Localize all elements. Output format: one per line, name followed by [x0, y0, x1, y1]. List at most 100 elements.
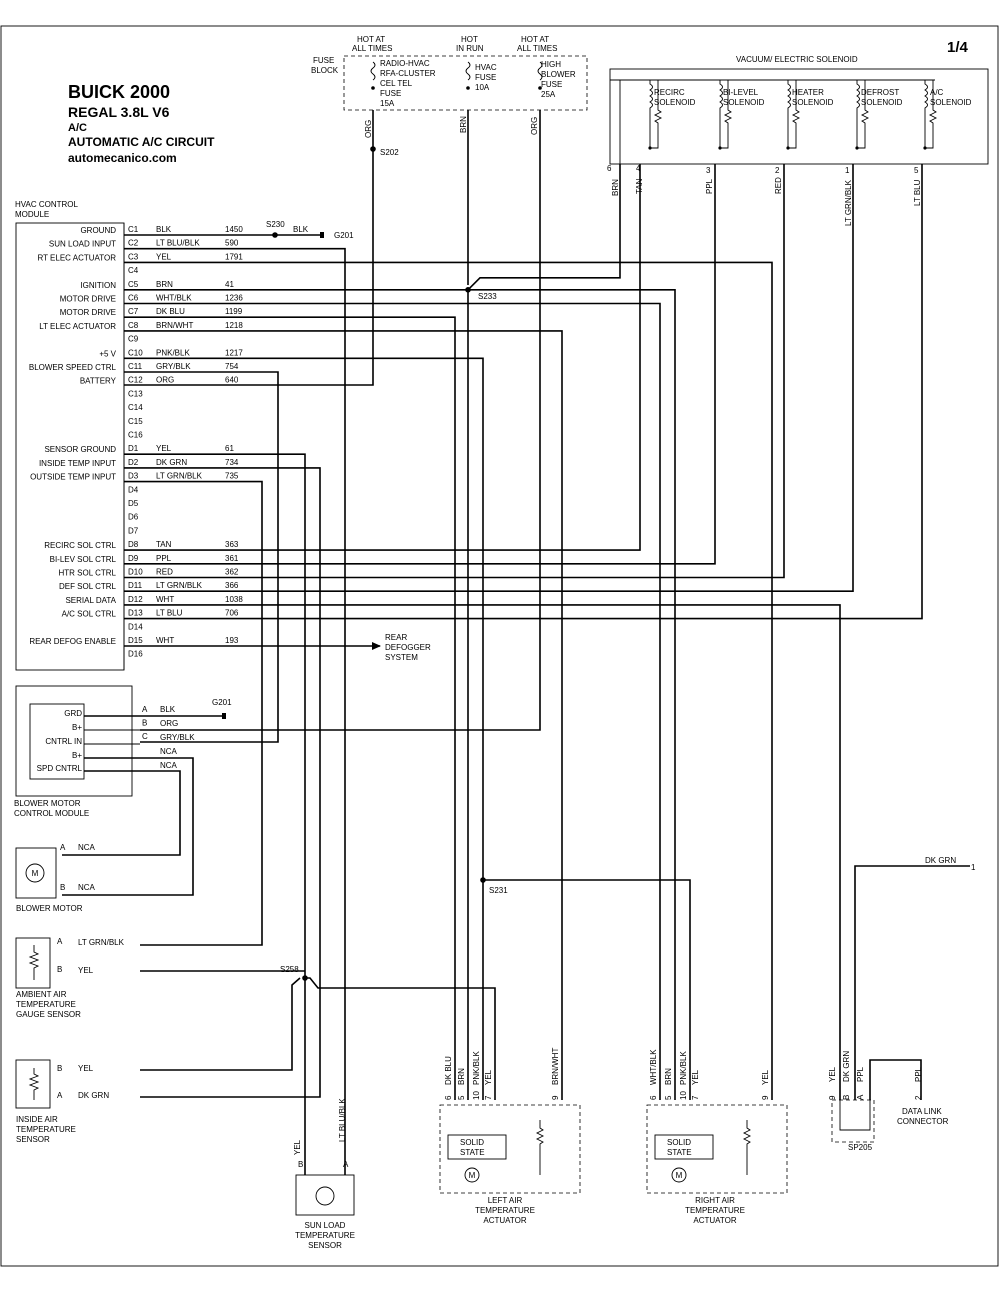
wire-d11-defrost	[124, 164, 854, 592]
right_act-pin: 7	[691, 1095, 700, 1100]
title-model: REGAL 3.8L V6	[68, 104, 170, 120]
sp205-pin: A	[856, 1094, 865, 1100]
hvac-pin-label: SENSOR GROUND	[44, 445, 116, 454]
left_act-motor	[464, 1167, 480, 1183]
circuit-number: 640	[225, 376, 239, 385]
hvac-pin-label: INSIDE TEMP INPUT	[39, 459, 116, 468]
hvac-pin-label: BLOWER SPEED CTRL	[29, 363, 117, 372]
hvac-pin-id: C14	[128, 403, 143, 412]
wire-color-label: TAN	[156, 540, 172, 549]
circuit-number: 1236	[225, 294, 243, 303]
inside-name-1: INSIDE AIR	[16, 1115, 58, 1124]
wire-traces	[28, 61, 970, 1175]
sunload-photodiode	[315, 1186, 335, 1206]
fuse3-l1: HIGH	[541, 60, 561, 69]
sol-pin-4: 4	[636, 164, 641, 173]
actuator-pot	[535, 1120, 545, 1175]
wire-blower-nca-b	[62, 757, 194, 896]
circuit-number: 61	[225, 444, 234, 453]
wire-org-2: ORG	[530, 117, 539, 135]
circuit-number: 735	[225, 472, 239, 481]
wire-yel-left-act	[305, 977, 496, 1100]
right_act-pin: 10	[679, 1091, 688, 1100]
ground-symbol	[222, 713, 226, 719]
left_act-pin: 6	[444, 1095, 453, 1100]
hvac-pin-id: D3	[128, 472, 139, 481]
hot2-b: IN RUN	[456, 44, 484, 53]
coil-junction	[923, 146, 927, 150]
hvac-pin-id: D14	[128, 622, 143, 631]
right_act-motor-m: M	[676, 1171, 683, 1180]
wire-c6-motor-drive	[124, 302, 661, 1100]
sol-pin-3: 3	[706, 166, 711, 175]
circuit-number: 706	[225, 609, 239, 618]
left_act-pin: 7	[484, 1095, 493, 1100]
wire-color-label: RED	[156, 568, 173, 577]
circuit-number: 366	[225, 581, 239, 590]
fuse2-l1: HVAC	[475, 63, 497, 72]
ground-g201-a: G201	[334, 231, 354, 240]
circuit-number: 193	[225, 636, 239, 645]
ambient-name-2: TEMPERATURE	[16, 1000, 76, 1009]
circuit-number: 734	[225, 458, 239, 467]
hvac-pin-id: C16	[128, 431, 143, 440]
sol-pin-2: 2	[775, 166, 780, 175]
inside-name-3: SENSOR	[16, 1135, 50, 1144]
solenoid-coil-4	[850, 79, 870, 150]
wire-d2-inside-temp	[124, 467, 321, 1098]
hvac-pin-id: C12	[128, 376, 143, 385]
sol-defrost-1: DEFROST	[861, 88, 899, 97]
wire-c11-blower-speed	[124, 371, 279, 743]
left_act-pin: 10	[472, 1091, 481, 1100]
left_act-name-3: ACTUATOR	[483, 1216, 526, 1225]
sol-wire-red: RED	[774, 177, 783, 194]
wire-brn-right-act	[468, 289, 676, 1100]
resistor	[925, 80, 938, 149]
sunload-sensor-box	[295, 1174, 355, 1216]
hvac-pin-id: C2	[128, 239, 139, 248]
title-make: BUICK 2000	[68, 82, 170, 102]
wire-d1-sensor-ground	[124, 453, 306, 1175]
dlc-name-1: DATA LINK	[902, 1107, 942, 1116]
sol-heater-2: SOLENOID	[792, 98, 834, 107]
hvac-pin-label: IGNITION	[80, 281, 116, 290]
resistor	[857, 80, 870, 149]
wire-d13-ac	[124, 164, 923, 620]
splice-s202: S202	[380, 148, 399, 157]
hvac-pin-id: D8	[128, 540, 139, 549]
left_act-name-2: TEMPERATURE	[475, 1206, 535, 1215]
fuse-block: FUSE BLOCK HOT AT ALL TIMES HOT IN RUN H…	[311, 35, 588, 157]
hvac-pin-id: C7	[128, 307, 139, 316]
blower-module-outer	[15, 685, 133, 797]
hvac-pin-label: GROUND	[80, 226, 116, 235]
left_act-motor-m: M	[469, 1171, 476, 1180]
fuse-terminal	[371, 86, 375, 90]
right_act-wire-color: BRN	[664, 1068, 673, 1085]
inside-pin-b: B	[57, 1064, 62, 1073]
hvac-pin-id: D2	[128, 458, 139, 467]
hvac-pin-label: RECIRC SOL CTRL	[44, 541, 116, 550]
wire-color: YEL	[293, 1139, 302, 1155]
blower-module-pin-label: GRD	[64, 709, 82, 718]
blower-wire-color: BLK	[160, 705, 176, 714]
circuit-number: 363	[225, 540, 239, 549]
dlc-pin: 2	[914, 1095, 923, 1100]
hvac-pin-label: +5 V	[99, 349, 116, 358]
right_act-box	[646, 1104, 788, 1194]
fuse1-l4: FUSE	[380, 89, 401, 98]
left_act-name-1: LEFT AIR	[488, 1196, 523, 1205]
sol-wire-ltblu: LT BLU	[913, 179, 922, 206]
left_act-box	[439, 1104, 581, 1194]
inside-name-2: TEMPERATURE	[16, 1125, 76, 1134]
right_act-solid-1: SOLID	[667, 1138, 691, 1147]
circuit-number: 590	[225, 239, 239, 248]
hot2-a: HOT	[461, 35, 478, 44]
wire-dkgrn-dlc	[854, 865, 970, 1100]
components: S230BLKG201S233S231S258G201REARDEFOGGERS…	[14, 79, 976, 1250]
hvac-pin-label: OUTSIDE TEMP INPUT	[30, 473, 116, 482]
wire-color-label: GRY/BLK	[156, 362, 191, 371]
motor-m: M	[32, 869, 39, 878]
coil	[643, 79, 653, 148]
left_act-solid-state-box	[447, 1134, 507, 1160]
left_act-wire-color: YEL	[484, 1069, 493, 1085]
